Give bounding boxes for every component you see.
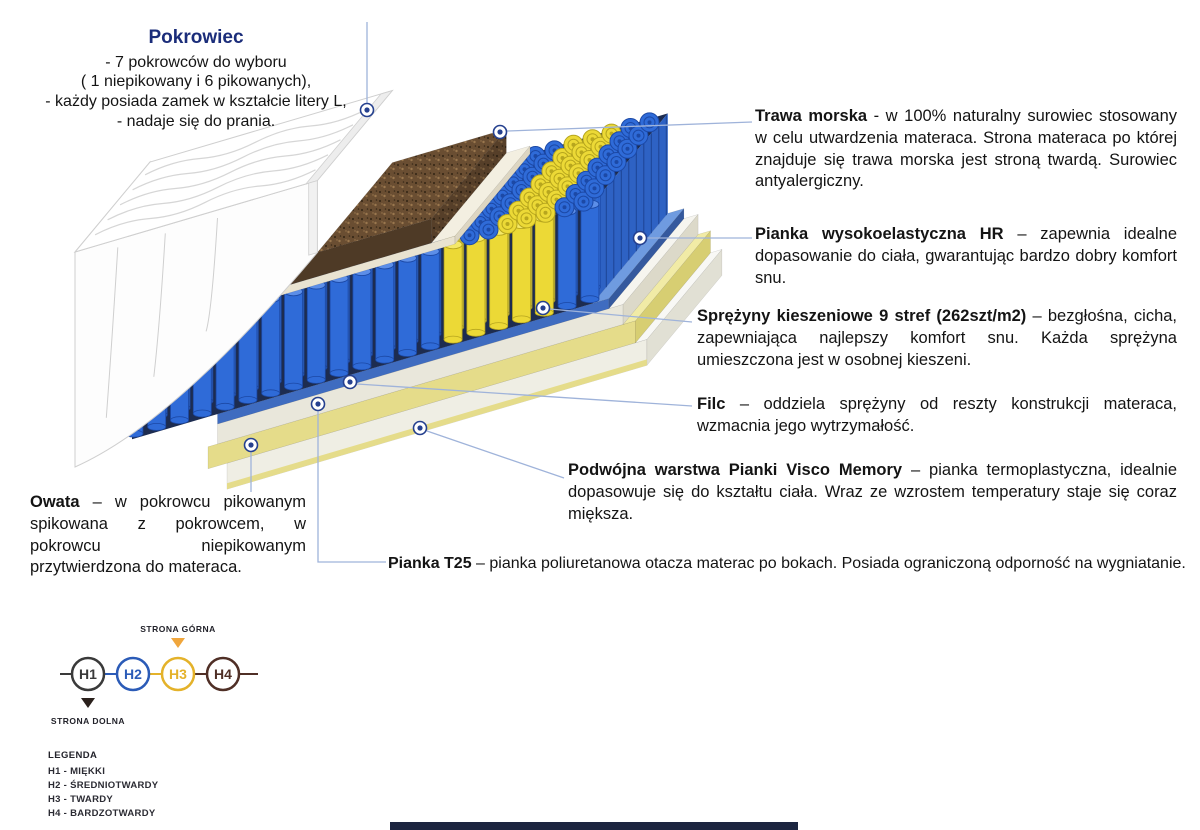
bottom-side-arrow-icon (81, 698, 95, 708)
annotation-owata: Owata – w pokrowcu pikowanym spikowana z… (30, 492, 306, 579)
legend-item: H3 - TWARDY (48, 794, 113, 805)
marker-pianka-t25 (310, 396, 326, 412)
layer-sprezyny (124, 112, 668, 440)
annotation-filc-text: – oddziela sprężyny od reszty konstrukcj… (697, 395, 1177, 435)
marker-visco-memory-leader-line (426, 430, 565, 479)
hardness-h4-label: H4 (214, 666, 232, 682)
annotation-pokrowiec-line: - 7 pokrowców do wyboru (105, 53, 287, 71)
layer-visco-2 (207, 230, 712, 470)
top-side-label: STRONA GÓRNA (140, 623, 216, 634)
annotation-visco-memory: Podwójna warstwa Pianki Visco Memory – p… (568, 460, 1177, 525)
annotation-pianka-t25: Pianka T25 – pianka poliuretanowa otacza… (388, 553, 1198, 574)
marker-owata (243, 437, 259, 453)
marker-pianka-hr (632, 230, 648, 246)
annotation-pianka-hr-lead: Pianka wysokoelastyczna HR (755, 225, 1004, 243)
hardness-scale: STRONA GÓRNA H1 H2 H3 H4 STRONA DOLNA LE… (48, 623, 258, 819)
annotation-pianka-t25-text: – pianka poliuretanowa otacza materac po… (471, 555, 1186, 572)
layer-pianka-hr (236, 145, 531, 309)
annotation-filc-lead: Filc (697, 395, 726, 413)
hardness-h2-label: H2 (124, 666, 142, 682)
layer-pianka-t25 (226, 248, 723, 490)
marker-pianka-t25-leader-line (317, 411, 386, 563)
annotation-filc: Filc – oddziela sprężyny od reszty konst… (697, 394, 1177, 438)
annotation-pokrowiec: Pokrowiec - 7 pokrowców do wyboru ( 1 ni… (40, 26, 352, 132)
footer-bar (390, 822, 798, 830)
layer-visco-1 (217, 213, 699, 445)
annotation-owata-lead: Owata (30, 493, 80, 511)
hardness-h4-circle (205, 656, 241, 692)
annotation-sprezyny-lead: Sprężyny kieszeniowe 9 stref (262szt/m2) (697, 307, 1027, 325)
layer-filc (217, 207, 685, 425)
marker-visco-memory (412, 420, 428, 436)
hardness-h2-circle (115, 656, 151, 692)
annotation-pokrowiec-line: - każdy posiada zamek w kształcie litery… (45, 93, 347, 111)
layer-pokrowiec (73, 89, 394, 468)
top-side-arrow-icon (171, 638, 185, 648)
annotation-owata-text: – w pokrowcu pikowanym spikowana z pokro… (30, 493, 306, 577)
hardness-h3-label: H3 (169, 666, 187, 682)
annotation-trawa-morska: Trawa morska - w 100% naturalny surowiec… (755, 106, 1177, 193)
legend-item: H1 - MIĘKKI (48, 766, 105, 777)
annotation-visco-memory-text: – pianka termoplastyczna, idealnie dopas… (568, 461, 1178, 523)
layer-trawa-morska (236, 128, 508, 301)
marker-filc (342, 374, 358, 390)
legend-item: H4 - BARDZOTWARDY (48, 808, 156, 819)
marker-filc-leader-line (356, 383, 693, 407)
annotation-pokrowiec-line: ( 1 niepikowany i 6 pikowanych), (80, 73, 312, 91)
marker-sprezyny (535, 300, 551, 316)
marker-trawa-morska (492, 124, 508, 140)
annotation-pokrowiec-title: Pokrowiec (148, 27, 244, 48)
annotation-pianka-hr: Pianka wysokoelastyczna HR – zapewnia id… (755, 224, 1177, 289)
bottom-side-label: STRONA DOLNA (51, 716, 125, 726)
annotation-pianka-hr-text: – zapewnia idealne dopasowanie do ciała,… (755, 225, 1178, 287)
marker-pokrowiec (359, 102, 375, 118)
legend-title: LEGENDA (48, 750, 97, 761)
annotation-sprezyny-text: – bezgłośna, cicha, zapewniająca najleps… (697, 307, 1177, 369)
annotation-pianka-t25-lead: Pianka T25 (388, 555, 472, 572)
legend-item: H2 - ŚREDNIOTWARDY (48, 779, 159, 791)
annotation-pokrowiec-line: - nadaje się do prania. (116, 113, 276, 131)
hardness-h3-circle (160, 656, 196, 692)
marker-trawa-morska-leader-line (506, 121, 753, 132)
hardness-h1-circle (70, 656, 106, 692)
hardness-h1-label: H1 (79, 666, 97, 682)
annotation-sprezyny: Sprężyny kieszeniowe 9 stref (262szt/m2)… (697, 306, 1177, 371)
annotation-visco-memory-lead: Podwójna warstwa Pianki Visco Memory (568, 461, 903, 479)
annotation-trawa-morska-lead: Trawa morska (755, 107, 868, 125)
annotation-trawa-morska-text: - w 100% naturalny surowiec stosowany w … (755, 107, 1177, 191)
marker-sprezyny-leader-line (549, 308, 693, 323)
